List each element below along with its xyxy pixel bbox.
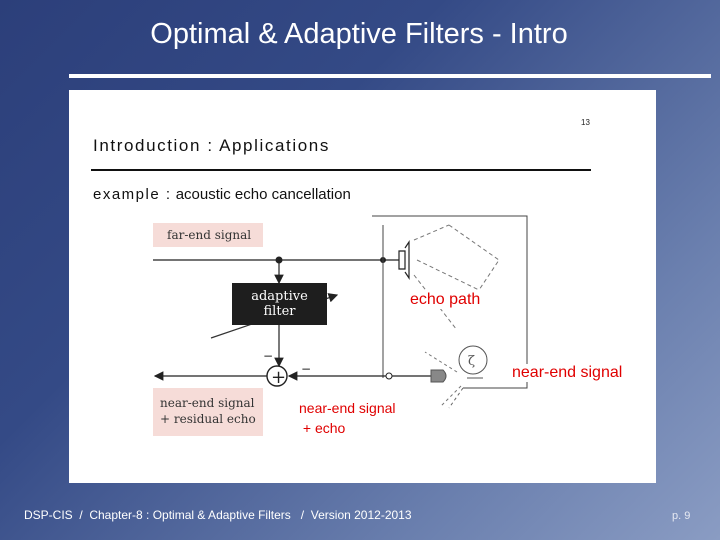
slide-title: Optimal & Adaptive Filters - Intro xyxy=(150,18,568,50)
far-end-signal-box: far-end signal xyxy=(153,223,263,247)
mic-node xyxy=(385,372,393,380)
echo-path-annotation: echo path xyxy=(410,291,481,309)
echo-path-lines xyxy=(413,224,500,331)
title-divider xyxy=(69,74,711,78)
loudspeaker xyxy=(398,240,410,280)
adaptive-filter-box: adaptive filter xyxy=(232,283,327,325)
example-line: example : acoustic echo cancellation xyxy=(93,186,351,203)
near-end-echo-line2: + echo xyxy=(299,420,346,436)
near-end-talker xyxy=(458,345,488,375)
talker-glyph: ζ xyxy=(468,354,475,369)
microphone xyxy=(430,369,447,383)
near-end-signal-annotation: near-end signal xyxy=(512,364,623,382)
heading-divider xyxy=(91,169,591,171)
example-label: example : xyxy=(93,186,172,203)
room-outline xyxy=(372,215,528,389)
near-end-dashes xyxy=(424,351,462,407)
residual-line2: + residual echo xyxy=(160,412,256,426)
minus-left: − xyxy=(263,349,273,363)
figure-panel: 13 Introduction : Applications example :… xyxy=(69,90,656,483)
near-end-echo-line1: near-end signal xyxy=(299,400,396,416)
minus-right: − xyxy=(301,362,311,376)
adaptive-filter-line1: adaptive xyxy=(251,289,308,304)
figure-heading: Introduction : Applications xyxy=(93,136,330,155)
slide-footer: DSP-CIS / Chapter-8 : Optimal & Adaptive… xyxy=(24,508,412,522)
summing-plus: + xyxy=(271,367,286,388)
adaptive-filter-line2: filter xyxy=(263,304,296,319)
residual-line1: near-end signal xyxy=(160,396,255,410)
residual-echo-box: near-end signal + residual echo xyxy=(153,388,263,436)
example-text: acoustic echo cancellation xyxy=(175,186,351,203)
slide-page-number: p. 9 xyxy=(672,510,691,522)
room-outline-bottom xyxy=(448,387,464,409)
figure-page-number: 13 xyxy=(581,118,590,127)
near-end-echo-annotation: near-end signal + echo xyxy=(299,398,396,438)
